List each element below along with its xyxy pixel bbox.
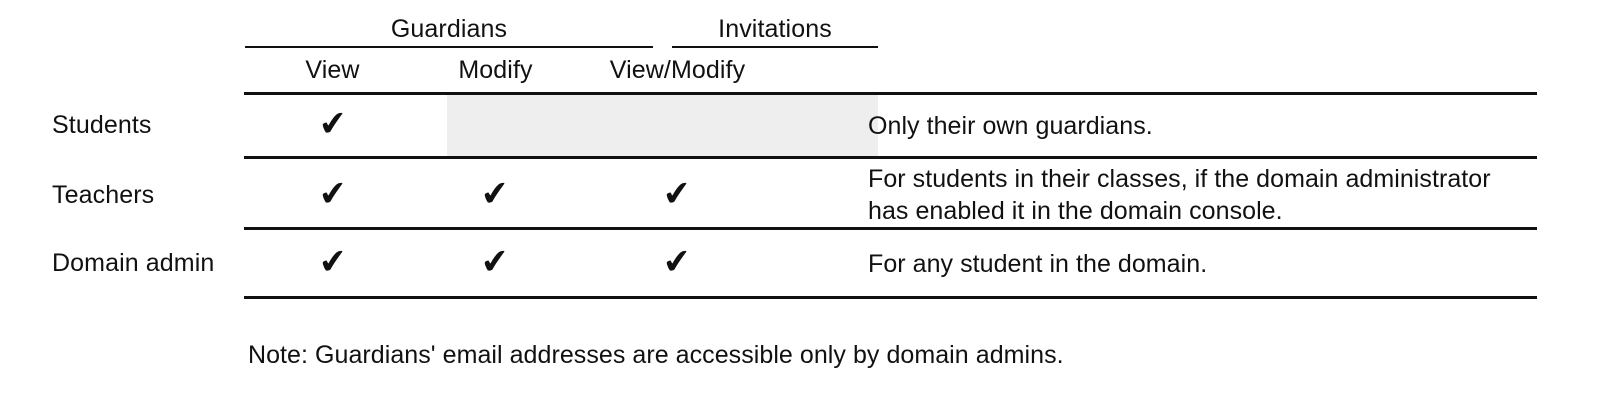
table-rule-bottom bbox=[244, 296, 1537, 299]
row-label-students: Students bbox=[52, 111, 152, 139]
check-teachers-invitations: ✔ bbox=[661, 172, 693, 216]
check-students-guardians-view: ✔ bbox=[317, 102, 349, 146]
check-domain-admin-guardians-modify: ✔ bbox=[479, 240, 511, 284]
table-rule-after-students bbox=[244, 156, 1537, 159]
group-header-guardians: Guardians bbox=[390, 15, 508, 43]
description-domain-admin: For any student in the domain. bbox=[868, 248, 1528, 280]
check-teachers-guardians-modify: ✔ bbox=[479, 172, 511, 216]
disabled-cell-students-modify bbox=[447, 95, 878, 156]
table-note: Note: Guardians' email addresses are acc… bbox=[248, 341, 1064, 369]
description-domain-admin-line1: For any student in the domain. bbox=[868, 250, 1208, 278]
check-teachers-guardians-view: ✔ bbox=[317, 172, 349, 216]
column-header-view: View bbox=[305, 56, 360, 84]
group-header-invitations: Invitations bbox=[718, 15, 832, 43]
row-label-domain-admin: Domain admin bbox=[52, 249, 215, 277]
check-domain-admin-guardians-view: ✔ bbox=[317, 240, 349, 284]
description-teachers-line1: For students in their classes, if the do… bbox=[868, 165, 1491, 193]
description-students: Only their own guardians. bbox=[868, 110, 1528, 142]
group-rule-invitations bbox=[672, 46, 878, 48]
row-label-teachers: Teachers bbox=[52, 181, 155, 209]
description-students-line1: Only their own guardians. bbox=[868, 112, 1153, 140]
column-header-modify: Modify bbox=[458, 56, 533, 84]
table-rule-after-teachers bbox=[244, 227, 1537, 230]
column-header-view-modify: View/Modify bbox=[609, 56, 746, 84]
description-teachers: For students in their classes, if the do… bbox=[868, 163, 1528, 227]
group-rule-guardians bbox=[245, 46, 653, 48]
table-rule-top bbox=[244, 92, 1537, 95]
description-teachers-line2: has enabled it in the domain console. bbox=[868, 197, 1283, 225]
check-domain-admin-invitations: ✔ bbox=[661, 240, 693, 284]
